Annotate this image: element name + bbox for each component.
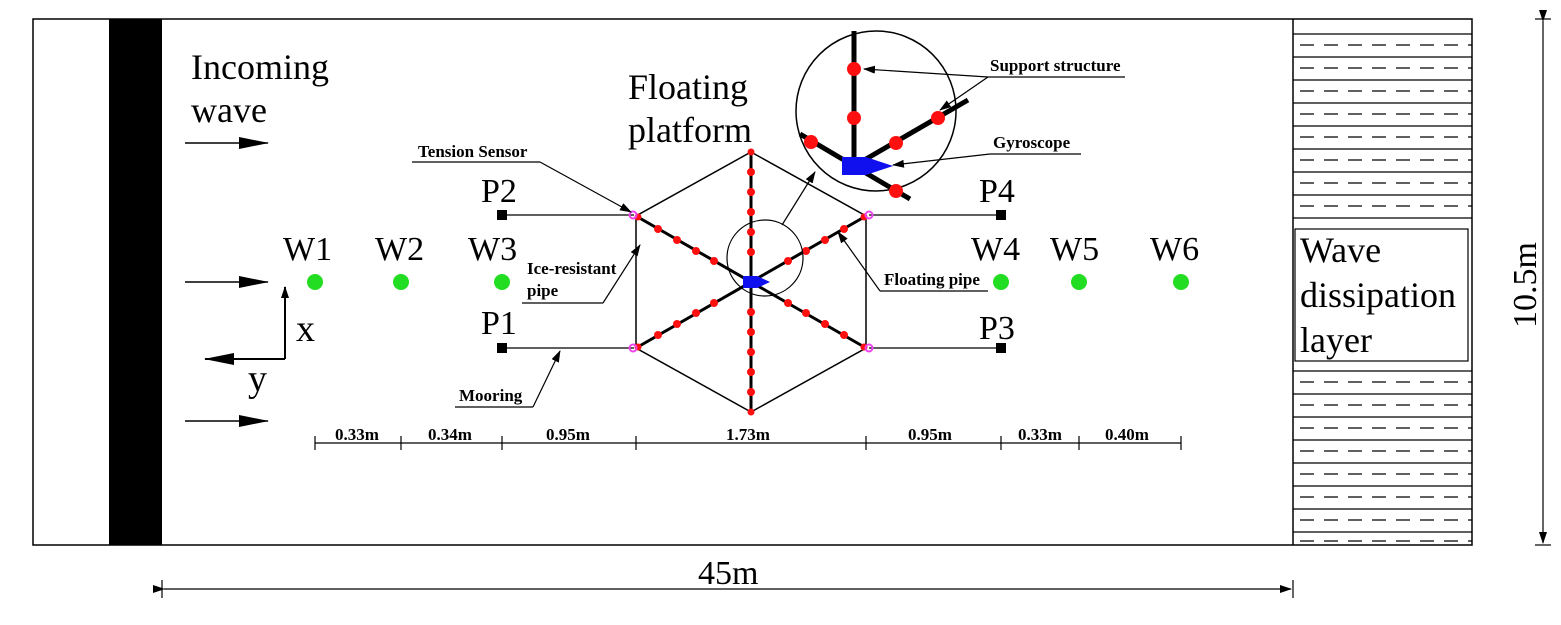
total-length-label: 45m — [698, 555, 758, 592]
wave-dissipation-label-line3: layer — [1300, 320, 1372, 360]
mooring-point-p4 — [996, 210, 1006, 220]
width-label: 10.5m — [1507, 242, 1544, 328]
mooring-point-label-p2: P2 — [481, 173, 517, 210]
segment-label-3: 0.95m — [546, 425, 590, 444]
floating-platform-label-line2: platform — [628, 110, 752, 150]
ice-resistant-pipe-label-line2: pipe — [527, 281, 559, 300]
wave-dissipation-label-box — [1294, 228, 1469, 362]
mooring-point-label-p4: P4 — [979, 173, 1015, 210]
support-structure-leader-1 — [863, 65, 989, 78]
wave-gauges — [307, 274, 1189, 290]
x-axis-label: x — [296, 308, 315, 350]
wave-tank-outline — [32, 18, 1473, 546]
segment-label-4: 1.73m — [726, 425, 770, 444]
support-structure-label: Support structure — [990, 56, 1121, 75]
zoom-inset — [795, 30, 970, 202]
gyroscope-marker — [743, 276, 770, 288]
segment-label-6: 0.33m — [1018, 425, 1062, 444]
ice-resistant-pipe-label-line1: Ice-resistant — [527, 259, 617, 278]
floating-pipe-leader — [837, 231, 881, 292]
wave-gauge-label-w6: W6 — [1150, 231, 1199, 268]
segment-label-5: 0.95m — [908, 425, 952, 444]
mooring-label: Mooring — [459, 386, 523, 405]
wave-gauge-label-w2: W2 — [375, 231, 424, 268]
detail-circle-small — [726, 219, 804, 297]
zoom-connector — [781, 171, 816, 226]
segment-dimension-line — [314, 436, 1182, 450]
mooring-point-p1 — [497, 343, 507, 353]
y-axis-label: y — [248, 358, 267, 400]
floating-platform-label-line1: Floating — [628, 67, 748, 107]
incoming-wave-label-line1: Incoming — [191, 47, 329, 87]
segment-label-1: 0.33m — [335, 425, 379, 444]
mooring-point-label-p3: P3 — [979, 310, 1015, 347]
tension-sensors — [628, 210, 874, 353]
wave-dissipation-region — [1292, 19, 1472, 545]
gyroscope-leader — [892, 153, 991, 168]
mooring-leader — [532, 350, 561, 408]
wave-dissipation-label-line2: dissipation — [1300, 275, 1456, 315]
mooring-point-p2 — [497, 210, 507, 220]
mooring-point-label-p1: P1 — [481, 305, 517, 342]
wave-gauge-label-w5: W5 — [1050, 231, 1099, 268]
floating-pipe-label: Floating pipe — [884, 270, 980, 289]
wave-gauge-label-w4: W4 — [971, 231, 1020, 268]
tension-sensor-label: Tension Sensor — [418, 142, 528, 161]
wave-dissipation-label-line1: Wave — [1300, 230, 1381, 270]
tension-sensor-leader — [539, 161, 632, 213]
segment-label-2: 0.34m — [428, 425, 472, 444]
wave-gauge-label-w1: W1 — [283, 231, 332, 268]
incoming-wave-label-line2: wave — [191, 90, 267, 130]
mooring-point-p3 — [996, 343, 1006, 353]
wavemaker-block — [109, 19, 162, 545]
segment-label-7: 0.40m — [1105, 425, 1149, 444]
support-structure-leader-2 — [939, 76, 989, 111]
gyroscope-label: Gyroscope — [993, 133, 1071, 152]
wave-gauge-label-w3: W3 — [468, 231, 517, 268]
ice-resistant-pipe-leader — [602, 244, 641, 304]
